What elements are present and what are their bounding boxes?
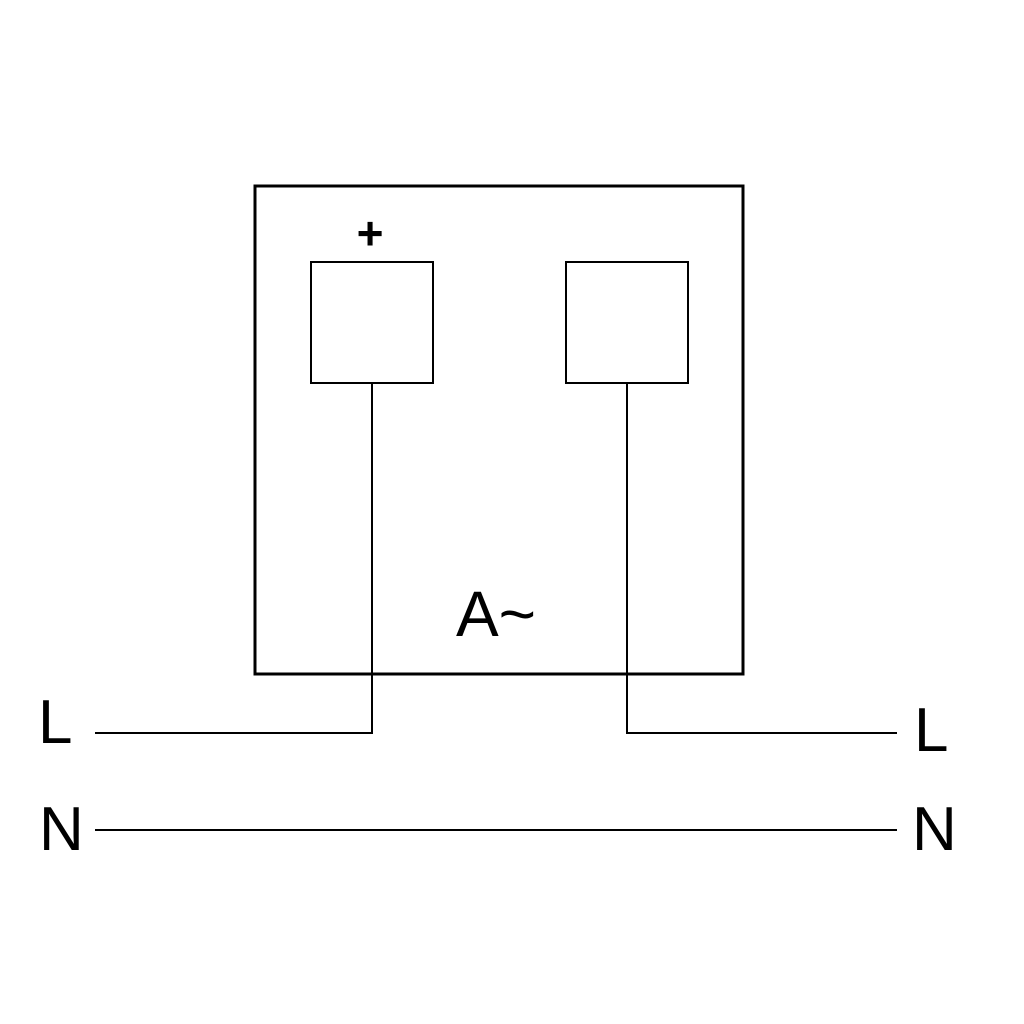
live-output-wire [626,383,897,734]
neutral-input-label: N [39,795,84,864]
output-terminal [565,261,689,384]
neutral-output-label: N [912,795,957,864]
live-input-wire [95,383,373,734]
meter-housing [253,184,745,676]
meter-unit-label: A~ [456,578,536,650]
positive-terminal [310,261,434,384]
live-input-label: L [38,688,72,757]
positive-polarity-label: + [357,207,384,259]
live-output-label: L [914,696,948,765]
